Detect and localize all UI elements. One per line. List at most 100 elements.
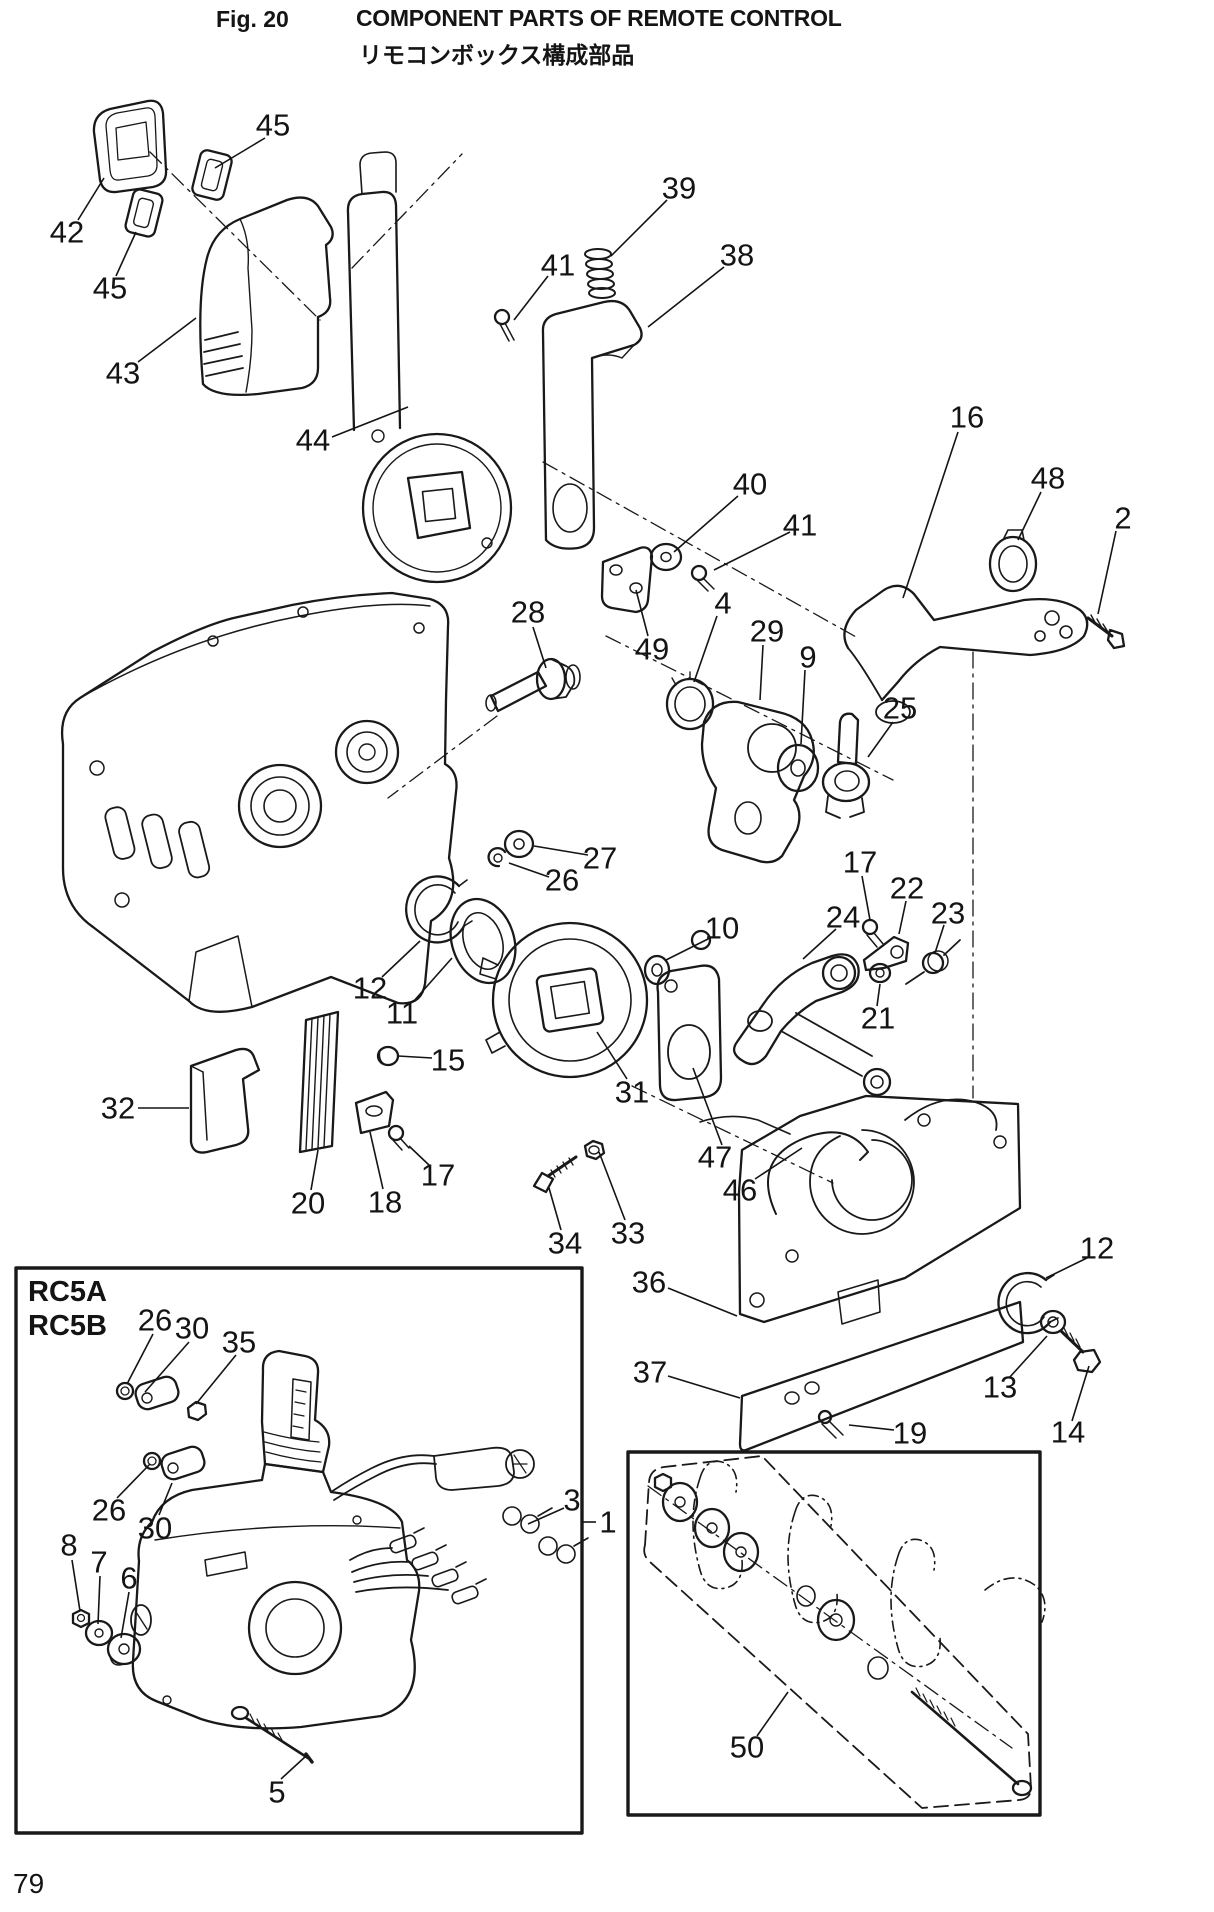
part-31-cable-drum <box>479 921 649 1079</box>
part-label-41: 41 <box>783 508 817 543</box>
part-label-27: 27 <box>583 841 617 876</box>
bullet-connectors <box>389 1527 487 1605</box>
part-29-cam-plate <box>700 700 815 864</box>
leader-line <box>71 1559 81 1612</box>
part-30-link-lower <box>160 1445 206 1481</box>
part-label-19: 19 <box>893 1416 927 1451</box>
leader-line <box>754 1147 803 1180</box>
part-label-10: 10 <box>705 911 739 946</box>
leader-line <box>97 1575 101 1625</box>
part-label-16: 16 <box>950 400 984 435</box>
part-label-37: 37 <box>633 1355 667 1390</box>
leader-line <box>596 1031 628 1080</box>
leader-line <box>665 937 711 961</box>
part-label-23: 23 <box>931 896 965 931</box>
part-45-grommet-upper <box>191 149 233 201</box>
part-34-bolt <box>532 1155 578 1194</box>
leader-line <box>647 266 725 328</box>
figure-number: Fig. 20 <box>216 6 289 32</box>
leader-line <box>532 626 547 669</box>
leader-line <box>77 177 105 221</box>
leader-line <box>527 1507 565 1525</box>
part-label-1: 1 <box>599 1505 616 1540</box>
part-label-26: 26 <box>92 1493 126 1528</box>
part-30-link-upper <box>134 1375 180 1411</box>
part-label-39: 39 <box>662 171 696 206</box>
leader-line <box>115 231 137 277</box>
part-18-clip-plate <box>354 1090 395 1135</box>
part-label-45: 45 <box>256 108 290 143</box>
part-label-14: 14 <box>1051 1415 1085 1450</box>
part-27-washer <box>503 829 535 859</box>
part-label-47: 47 <box>698 1140 732 1175</box>
part-label-24: 24 <box>826 900 860 935</box>
leader-line <box>673 495 739 553</box>
construction-lines <box>149 151 1013 1749</box>
part-42-retainer-cover <box>92 99 168 194</box>
part-label-13: 13 <box>983 1370 1017 1405</box>
part-8-nut <box>71 1608 91 1629</box>
part-11-seal-ring <box>449 897 517 985</box>
leader-line <box>508 862 550 878</box>
model-label-rc5a: RC5A <box>28 1276 107 1308</box>
leader-line <box>1017 491 1042 541</box>
part-12-retaining-ring-left <box>405 875 473 944</box>
part-41-screw-upper <box>493 308 515 342</box>
part-label-45: 45 <box>93 271 127 306</box>
leader-line <box>1071 1365 1090 1422</box>
part-32-bracket <box>189 1047 261 1154</box>
leader-line <box>412 957 453 1003</box>
part-label-3: 3 <box>563 1483 580 1518</box>
leader-line <box>610 199 668 257</box>
leader-line <box>756 1691 789 1737</box>
part-label-21: 21 <box>861 1001 895 1036</box>
part-40-washer <box>649 542 683 572</box>
leader-line <box>144 1341 190 1393</box>
part-label-31: 31 <box>615 1075 649 1110</box>
leader-line <box>158 1482 173 1516</box>
leader-line <box>848 1424 895 1431</box>
leader-line <box>713 531 791 571</box>
leader-line <box>635 589 649 637</box>
part-label-36: 36 <box>632 1265 666 1300</box>
leader-line <box>548 1187 562 1231</box>
leader-line <box>934 924 945 954</box>
leader-line <box>137 317 197 363</box>
leader-line <box>513 275 549 321</box>
part-24-shift-arm <box>643 929 892 1097</box>
part-label-4: 4 <box>714 586 731 621</box>
part-label-33: 33 <box>611 1216 645 1251</box>
leader-line <box>693 615 718 683</box>
part-41-screw-lower <box>690 564 715 592</box>
part-7-washer <box>84 1619 114 1647</box>
part-label-42: 42 <box>50 215 84 250</box>
part-20-friction-stack <box>298 1010 340 1154</box>
rc5-wire-harness <box>330 1446 589 1605</box>
part-13-washer <box>1039 1309 1067 1335</box>
part-label-6: 6 <box>120 1561 137 1596</box>
leader-line <box>533 845 589 856</box>
leader-line <box>598 1151 626 1221</box>
part-17-screw-left <box>387 1124 410 1151</box>
part-label-22: 22 <box>890 871 924 906</box>
leader-line <box>397 1055 433 1059</box>
part-label-25: 25 <box>883 691 917 726</box>
leader-line <box>898 900 907 935</box>
part-label-26: 26 <box>545 863 579 898</box>
leader-line <box>667 1375 741 1399</box>
leader-line <box>381 940 421 978</box>
part-45-grommet-lower <box>124 188 164 238</box>
page-subtitle-japanese: リモコンボックス構成部品 <box>359 42 635 68</box>
part-labels: 4542454344413938404116482284942992527261… <box>50 108 1132 1810</box>
part-label-48: 48 <box>1031 461 1065 496</box>
part-label-44: 44 <box>296 423 330 458</box>
leader-line <box>1045 1256 1090 1279</box>
leader-line <box>876 983 881 1007</box>
rc5-control-unit <box>130 1349 421 1730</box>
part-3-terminals <box>502 1506 589 1564</box>
leader-line <box>902 431 959 599</box>
part-44-control-lever <box>346 151 513 584</box>
page-title: COMPONENT PARTS OF REMOTE CONTROL <box>356 5 842 31</box>
part-16-throttle-arm <box>843 584 1089 724</box>
leader-line <box>1008 1335 1048 1379</box>
